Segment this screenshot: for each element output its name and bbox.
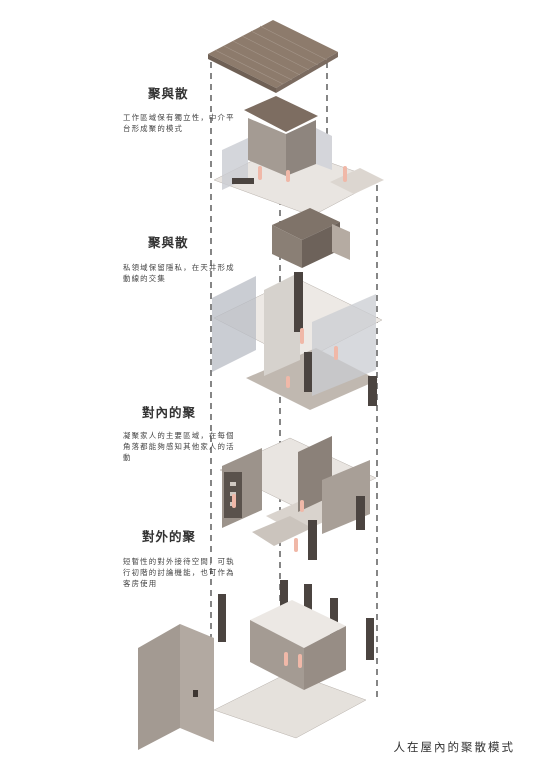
roof-slab xyxy=(208,20,338,93)
section-2-description: 私領域保留隱私，在天井形成動線的交集 xyxy=(123,263,235,283)
section-2-title: 聚與散 xyxy=(148,235,189,250)
section-1-title: 聚與散 xyxy=(148,86,189,101)
figure-caption: 人在屋內的聚散模式 xyxy=(393,740,515,754)
section-4-description: 短暫性的對外接待空間，可執行初階的討論機能，也可作為客房使用 xyxy=(123,557,235,588)
section-3-title: 對內的聚 xyxy=(142,405,197,420)
section-3-description: 凝聚家人的主要區域，在每個角落都能夠感知其他家人的活動 xyxy=(123,431,235,462)
level-3-model xyxy=(212,208,383,410)
section-4-title: 對外的聚 xyxy=(142,529,197,544)
level-4-model xyxy=(213,96,384,217)
level-1-model xyxy=(138,580,374,750)
section-1-description: 工作區域保有獨立性，中介平台形成聚的模式 xyxy=(123,113,235,133)
level-2-model xyxy=(219,436,377,560)
human-figures xyxy=(232,166,347,668)
